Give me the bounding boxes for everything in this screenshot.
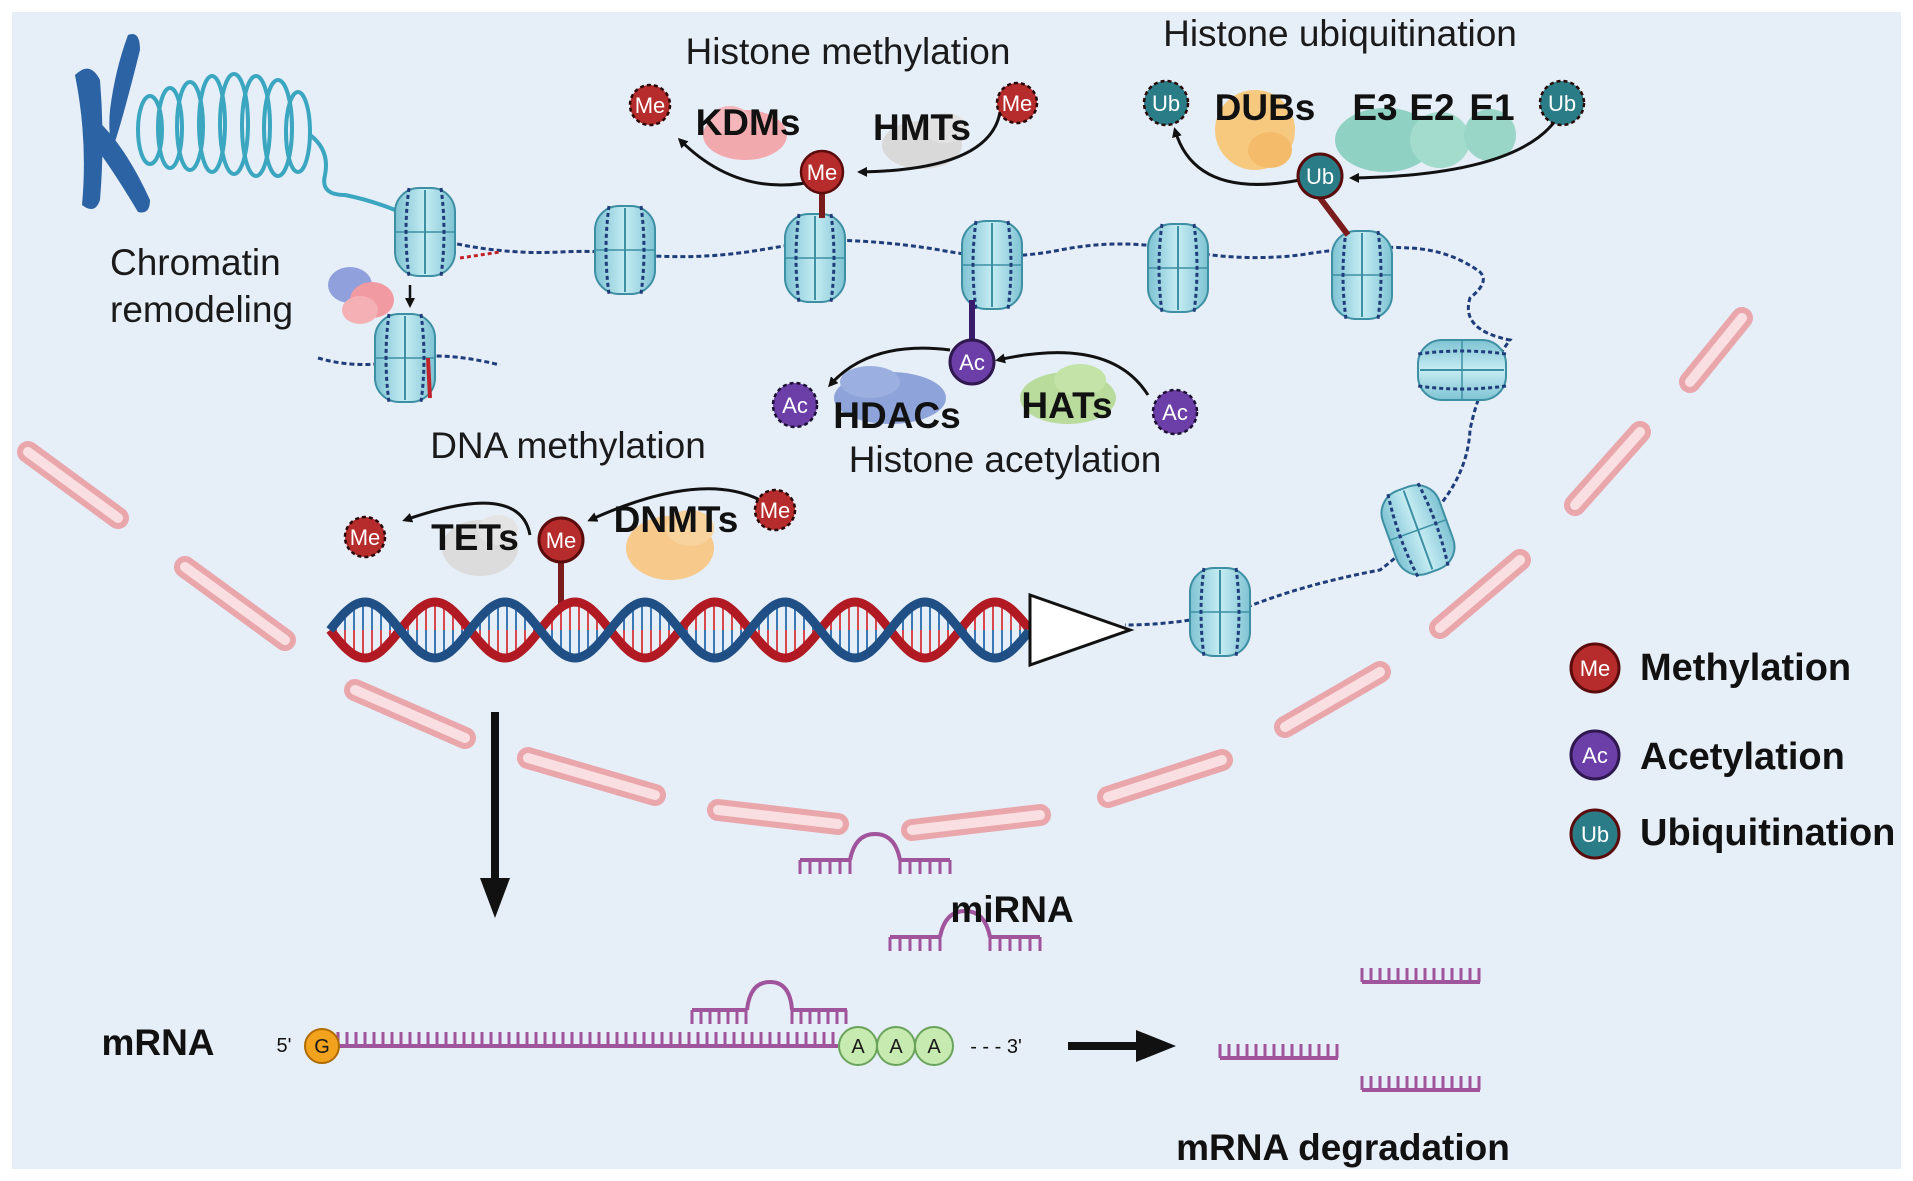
chromatin-remodeling-label-1: Chromatin — [110, 242, 281, 283]
hmts-label: HMTs — [873, 107, 971, 148]
me-mark-donor: Me — [995, 81, 1039, 125]
svg-text:Me: Me — [1002, 91, 1033, 116]
me-mark-free: Me — [628, 83, 672, 127]
e3-label: E3 — [1352, 87, 1397, 128]
histone-acetylation-title: Histone acetylation — [849, 439, 1162, 480]
mirna-icon — [798, 831, 952, 874]
cap-g-icon: G — [304, 1028, 340, 1064]
degradation-arrow-icon — [1068, 1030, 1176, 1062]
legend-item-acetylation: Ac Acetylation — [1569, 729, 1845, 781]
ub-mark-free: Ub — [1142, 79, 1190, 127]
me-mark-dna: Me — [537, 516, 585, 564]
me-mark: Me — [799, 149, 845, 195]
svg-text:A: A — [927, 1036, 941, 1058]
mirna-bound-icon — [690, 979, 848, 1024]
svg-text:Ub: Ub — [1152, 91, 1180, 116]
ub-mark: Ub — [1296, 152, 1344, 200]
histone-ubiquitination-title: Histone ubiquitination — [1163, 13, 1517, 54]
mrna-degradation-label: mRNA degradation — [1176, 1127, 1510, 1168]
svg-text:Me: Me — [1580, 656, 1611, 681]
remodeling-complex-icon — [328, 267, 394, 324]
svg-text:Ac: Ac — [1162, 400, 1188, 425]
me-mark-dna-donor: Me — [753, 488, 797, 532]
svg-text:A: A — [851, 1036, 865, 1058]
mrna-fragment — [1360, 1076, 1481, 1092]
svg-text:Me: Me — [546, 528, 577, 553]
kdms-enzyme-icon — [703, 106, 787, 160]
mirna-label: miRNA — [950, 889, 1073, 930]
svg-text:Me: Me — [350, 525, 381, 550]
kdms-label: KDMs — [696, 102, 801, 143]
hats-label: HATs — [1021, 385, 1112, 426]
svg-text:Ub: Ub — [1548, 91, 1576, 116]
me-mark-dna-free: Me — [343, 515, 387, 559]
svg-text:Ub: Ub — [1581, 822, 1609, 847]
tets-label: TETs — [431, 517, 519, 558]
legend-item-methylation: Me Methylation — [1569, 642, 1851, 694]
tets-enzyme-icon — [442, 515, 518, 576]
svg-text:Me: Me — [807, 160, 838, 185]
legend: Me Methylation Ac Acetylation Ub Ubiquit… — [1569, 642, 1895, 860]
chromatin-remodeling-label-2: remodeling — [110, 289, 293, 330]
svg-text:Acetylation: Acetylation — [1640, 736, 1845, 778]
hmts-enzyme-icon — [882, 113, 967, 169]
svg-text:Ac: Ac — [1582, 743, 1608, 768]
svg-text:A: A — [889, 1036, 903, 1058]
dna-methylation-title: DNA methylation — [430, 425, 706, 466]
dnmts-label: DNMTs — [614, 499, 739, 540]
transcription-arrow-icon — [480, 712, 510, 918]
three-prime-label: - - - 3' — [970, 1036, 1022, 1058]
dna-helix-icon — [326, 592, 1135, 668]
ac-mark-free: Ac — [771, 381, 819, 429]
figure-background — [12, 12, 1901, 1169]
mirna-icon — [888, 908, 1042, 951]
svg-text:G: G — [314, 1036, 330, 1058]
svg-text:Ac: Ac — [959, 350, 985, 375]
hats-enzyme-icon — [1020, 364, 1116, 424]
dubs-label: DUBs — [1215, 87, 1316, 128]
poly-a-tail: A A A — [838, 1026, 954, 1066]
svg-text:Me: Me — [635, 93, 666, 118]
dubs-enzyme-icon — [1215, 90, 1295, 170]
e3-e2-e1-enzyme-icon — [1335, 108, 1516, 172]
e2-label: E2 — [1409, 87, 1454, 128]
chromosome-icon — [75, 34, 150, 213]
mrna-strand — [336, 1032, 838, 1048]
ac-mark: Ac — [948, 338, 996, 386]
svg-text:Ubiquitination: Ubiquitination — [1640, 812, 1895, 854]
dnmts-enzyme-icon — [626, 510, 714, 580]
histone-methylation-title: Histone methylation — [686, 31, 1011, 72]
five-prime-label: 5' — [277, 1035, 292, 1057]
hdacs-label: HDACs — [833, 395, 960, 436]
mrna-fragment — [1218, 1044, 1339, 1060]
e1-label: E1 — [1469, 87, 1514, 128]
hdacs-enzyme-icon — [834, 366, 946, 424]
svg-text:Me: Me — [760, 498, 791, 523]
ac-mark-donor: Ac — [1151, 388, 1199, 436]
svg-text:Ub: Ub — [1306, 164, 1334, 189]
mrna-label: mRNA — [101, 1022, 214, 1063]
svg-text:Methylation: Methylation — [1640, 647, 1851, 689]
legend-item-ubiquitination: Ub Ubiquitination — [1569, 808, 1895, 860]
ub-mark-donor: Ub — [1538, 79, 1586, 127]
promoter-arrow-icon — [1028, 592, 1135, 668]
chromatin-coil — [136, 72, 396, 212]
mrna-fragment — [1360, 968, 1481, 984]
svg-text:Ac: Ac — [782, 393, 808, 418]
